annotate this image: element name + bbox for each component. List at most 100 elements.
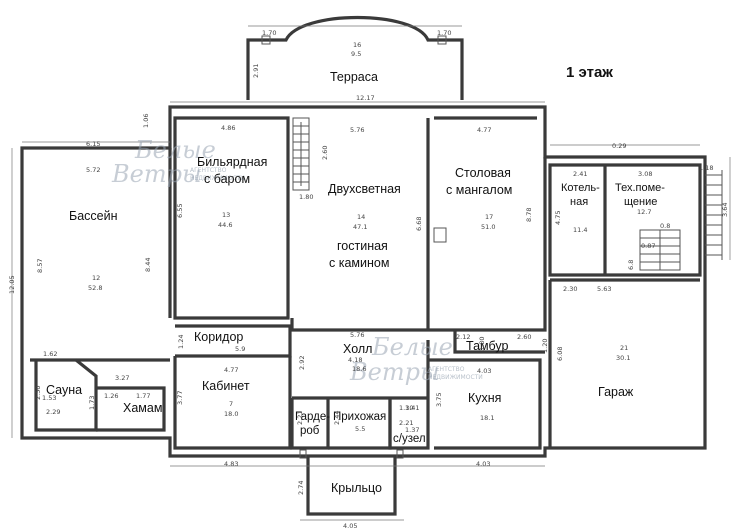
dimension-text: 1.30	[399, 404, 413, 412]
dimension-text: 1.37	[405, 426, 419, 434]
dimension-text: 44.6	[218, 221, 232, 229]
dimension-text: 52.8	[88, 284, 102, 292]
hammam-box	[96, 386, 166, 432]
dimension-texts: 1.70 16 9.5 1.70 2.91 12.17 1.06 4.86 5.…	[8, 29, 729, 530]
dimension-text: 4.03	[476, 460, 490, 468]
dimension-text: 2.12	[456, 333, 470, 341]
dimension-lines	[11, 25, 731, 521]
vestibule-box	[453, 330, 545, 354]
dimension-text: 2.50	[34, 386, 42, 400]
dimension-text: 2.60	[517, 333, 531, 341]
dimension-text: 2.74	[297, 481, 305, 495]
dimension-text: 16	[353, 41, 361, 49]
dimension-text: 18.1	[480, 414, 494, 422]
dimension-text: 13	[222, 211, 230, 219]
dimension-text: 5.76	[350, 126, 364, 134]
dimension-text: 2.92	[298, 356, 306, 370]
boiler-box	[548, 163, 702, 277]
dimension-text: 4.03	[477, 367, 491, 375]
fireplace	[433, 227, 447, 243]
kitchen-box	[428, 358, 542, 450]
room-kitchen: Кухня	[468, 391, 501, 405]
watermark-sub-line-2: НЕДВИЖИМОСТИ	[190, 175, 245, 182]
office-box	[173, 356, 292, 450]
room-living-line-1: Двухсветная	[328, 182, 401, 196]
dimension-text: 1.80	[478, 337, 486, 351]
room-terrace: Терраса	[330, 70, 378, 84]
dimension-text: 6.15	[86, 140, 100, 148]
dimension-text: 1.18	[699, 164, 713, 172]
dimension-text: 6.55	[176, 204, 184, 218]
dimension-text: 1.62	[43, 350, 57, 358]
floor-label: 1 этаж	[566, 64, 613, 81]
dimension-text: 12.17	[356, 94, 375, 102]
room-dining-line-1: Столовая	[455, 166, 511, 180]
dimension-text: 4.18	[348, 356, 362, 364]
terrace-wall	[246, 15, 464, 100]
room-hammam: Хамам	[123, 401, 162, 415]
dimension-text: 8.57	[36, 259, 44, 273]
dimension-text: 0.87	[641, 242, 655, 250]
room-living-line-2: гостиная	[337, 239, 388, 253]
dimension-text: 5.63	[597, 285, 611, 293]
dimension-text: 1.26	[104, 392, 118, 400]
billiard-inner	[173, 116, 290, 320]
dimension-text: 2.21	[399, 419, 413, 427]
watermark-sub-line-1: АГЕНТСТВО	[428, 366, 465, 373]
watermark-1: Белые Ветры АГЕНТСТВО НЕДВИЖИМОСТИ	[111, 136, 245, 188]
dimension-text: 1.70	[437, 29, 451, 37]
room-billiard-line-1: Бильярдная	[197, 155, 267, 169]
dimension-text: 1.20	[541, 339, 549, 353]
room-office: Кабинет	[202, 379, 250, 393]
room-corridor: Коридор	[194, 330, 243, 344]
room-entrance: Прихожая	[333, 411, 386, 423]
dimension-text: 5.9	[235, 345, 245, 353]
dimension-text: 1.06	[142, 114, 150, 128]
watermark-sub-line-1: АГЕНТСТВО	[190, 167, 227, 174]
dimension-text: 17	[485, 213, 493, 221]
upper-partition	[290, 157, 547, 332]
watermark-logo-line-1: Белые	[134, 136, 216, 164]
walls	[20, 15, 707, 516]
room-wardrobe-line-1: Гарде-	[295, 411, 330, 423]
wardrobe-box	[290, 398, 330, 450]
dimension-text: 2.41	[573, 170, 587, 178]
dimension-text: 1.77	[136, 392, 150, 400]
dimension-text: 12	[92, 274, 100, 282]
dimension-text: 7	[229, 400, 233, 408]
room-boiler-line-2: ная	[570, 196, 588, 208]
room-tech-line-1: Тех.поме-	[615, 182, 665, 194]
details	[261, 35, 723, 459]
dimension-text: 47.1	[353, 223, 367, 231]
watermark-logo-line-2: Ветры	[349, 358, 440, 386]
dimension-text: 14	[357, 213, 365, 221]
dimension-text: 6.68	[415, 217, 423, 231]
dimension-text: 8.78	[525, 208, 533, 222]
porch-wall	[306, 456, 397, 516]
room-wc: с/узел	[393, 433, 426, 445]
room-living-line-3: с камином	[329, 256, 389, 270]
dimension-text: 1.24	[177, 335, 185, 349]
dimension-text: 1.73	[88, 396, 96, 410]
dimension-text: 2.29	[46, 408, 60, 416]
dimension-text: 6.08	[556, 347, 564, 361]
watermark-logo-line-2: Ветры	[111, 160, 202, 188]
corridor-box	[175, 324, 292, 358]
room-tech-line-2: щение	[624, 196, 657, 208]
dimension-text: 3.75	[435, 393, 443, 407]
dimension-text: 4.75	[554, 211, 562, 225]
dimension-text: 2.60	[321, 146, 329, 160]
staircase-tech	[639, 229, 681, 271]
dimension-text: 5.5	[355, 425, 365, 433]
room-hall: Холл	[343, 342, 372, 356]
dimension-text: 51.0	[481, 223, 495, 231]
room-labels: 1 этаж Терраса Бильярдная с баром Бассей…	[46, 64, 665, 495]
dimension-text: 12.05	[8, 275, 16, 294]
watermark-logo-line-1: Белые	[371, 333, 453, 361]
dimension-text: 9.5	[351, 50, 361, 58]
dimension-text: 30.1	[616, 354, 630, 362]
room-billiard-line-2: с баром	[204, 172, 250, 186]
dimension-text: 8.44	[144, 258, 152, 272]
dimension-text: 21	[620, 344, 628, 352]
